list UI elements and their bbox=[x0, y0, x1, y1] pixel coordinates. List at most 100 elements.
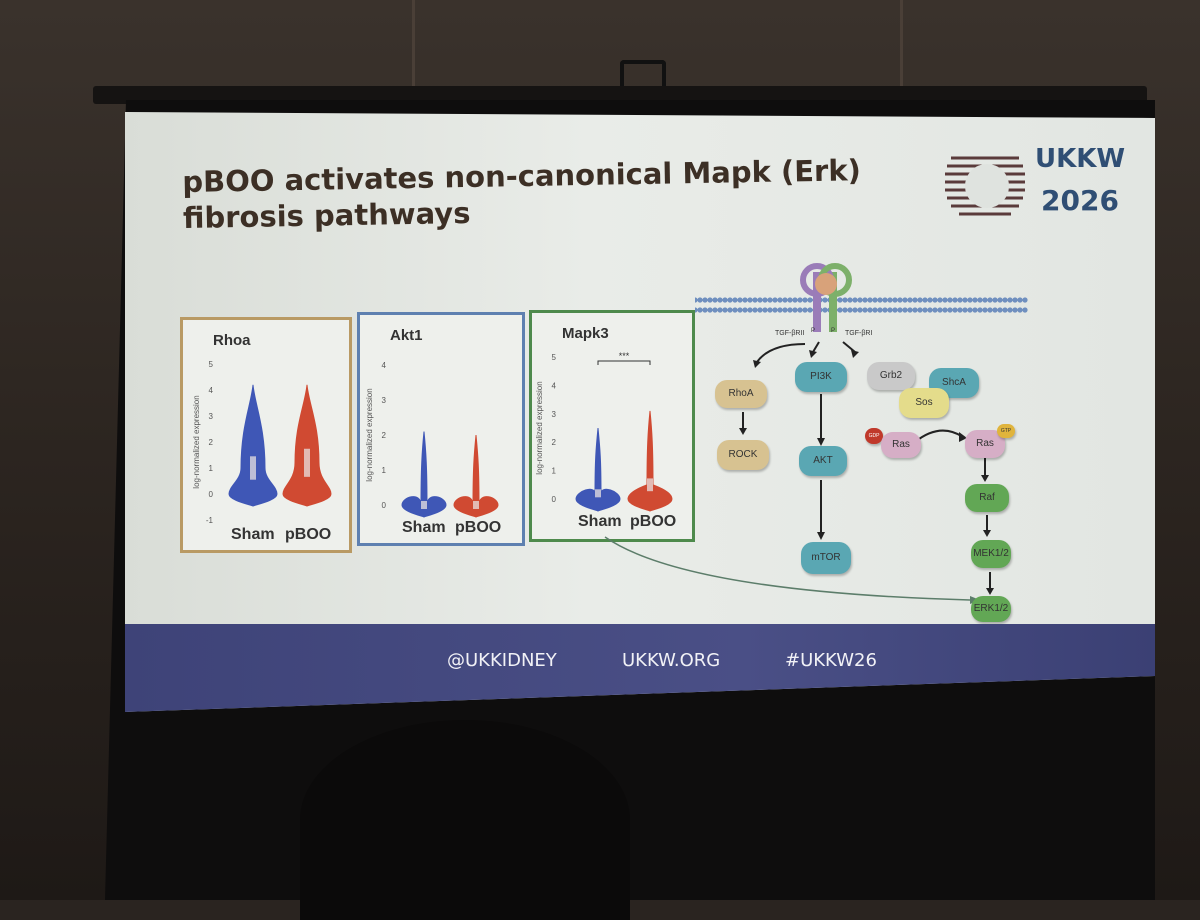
membrane-bead bbox=[1022, 297, 1028, 303]
membrane-bead bbox=[947, 307, 953, 313]
membrane-bead bbox=[807, 297, 813, 303]
x-label-sham: Sham bbox=[231, 526, 275, 543]
membrane-bead bbox=[707, 297, 713, 303]
wall-seam bbox=[412, 0, 415, 95]
receptor-label-tgfbr1: TGF-βRI bbox=[845, 330, 873, 337]
membrane-bead bbox=[712, 297, 718, 303]
violin-sham bbox=[228, 384, 278, 507]
footer-hashtag: #UKKW26 bbox=[785, 650, 877, 671]
membrane-bead bbox=[852, 307, 858, 313]
node-raf: Raf bbox=[965, 484, 1009, 512]
membrane-bead bbox=[957, 307, 963, 313]
membrane-bead bbox=[797, 307, 803, 313]
membrane-bead bbox=[897, 307, 903, 313]
y-tick-label: 5 bbox=[209, 360, 214, 369]
presentation-slide: pBOO activates non-canonical Mapk (Erk) … bbox=[125, 112, 1155, 712]
membrane-bead bbox=[1017, 297, 1023, 303]
membrane-bead bbox=[752, 297, 758, 303]
membrane-bead bbox=[937, 297, 943, 303]
x-label-sham: Sham bbox=[402, 519, 446, 536]
y-tick-label: 1 bbox=[209, 464, 214, 473]
membrane-bead bbox=[842, 297, 848, 303]
node-pi3k: PI3K bbox=[795, 362, 847, 392]
receptor-label-tgfbr2: TGF-βRII bbox=[775, 330, 805, 337]
significance-stars: *** bbox=[619, 351, 630, 361]
pathway-lines bbox=[695, 263, 1028, 595]
membrane-bead bbox=[1007, 307, 1013, 313]
membrane-bead bbox=[872, 297, 878, 303]
membrane-bead bbox=[737, 297, 743, 303]
membrane-bead bbox=[857, 307, 863, 313]
signaling-pathway-diagram: TGF-βRII TGF-βRI P P RhoA ROCK PI3K AKT … bbox=[695, 262, 1155, 622]
x-label-pboo: pBOO bbox=[455, 519, 502, 536]
membrane-bead bbox=[942, 297, 948, 303]
membrane-bead bbox=[702, 307, 708, 313]
violin-box-sham bbox=[421, 501, 427, 509]
membrane-bead bbox=[927, 307, 933, 313]
panel-title: Rhoa bbox=[213, 332, 251, 349]
membrane-bead bbox=[837, 307, 843, 313]
y-tick-label: 0 bbox=[552, 495, 557, 504]
membrane-bead bbox=[777, 297, 783, 303]
membrane-bead bbox=[792, 307, 798, 313]
membrane-bead bbox=[992, 307, 998, 313]
node-ras-inactive: Ras bbox=[881, 432, 921, 458]
y-axis-label: log-normalized expression bbox=[365, 388, 374, 481]
membrane-bead bbox=[877, 297, 883, 303]
membrane-bead bbox=[737, 307, 743, 313]
y-tick-label: 2 bbox=[382, 431, 387, 440]
membrane-bead bbox=[762, 307, 768, 313]
membrane-bead bbox=[912, 307, 918, 313]
y-tick-label: 4 bbox=[209, 386, 214, 395]
node-grb2: Grb2 bbox=[867, 362, 915, 390]
footer-handle: @UKKIDNEY bbox=[447, 650, 557, 671]
membrane-bead bbox=[987, 297, 993, 303]
membrane-bead bbox=[947, 297, 953, 303]
membrane-bead bbox=[1017, 307, 1023, 313]
membrane-bead bbox=[862, 307, 868, 313]
screen-hanger bbox=[620, 60, 666, 90]
membrane-bead bbox=[857, 297, 863, 303]
membrane-bead bbox=[957, 297, 963, 303]
membrane-bead bbox=[877, 307, 883, 313]
node-erk: ERK1/2 bbox=[971, 596, 1011, 622]
membrane-bead bbox=[1022, 307, 1028, 313]
membrane-bead bbox=[747, 307, 753, 313]
y-tick-label: 5 bbox=[552, 353, 557, 362]
membrane-bead bbox=[882, 307, 888, 313]
membrane-bead bbox=[717, 297, 723, 303]
membrane-bead bbox=[847, 307, 853, 313]
y-axis-label: log-normalized expression bbox=[192, 395, 201, 488]
membrane-bead bbox=[847, 297, 853, 303]
membrane-bead bbox=[822, 307, 828, 313]
y-axis-label: log-normalized expression bbox=[535, 381, 544, 474]
membrane-bead bbox=[722, 307, 728, 313]
audience-head-silhouette bbox=[300, 720, 630, 920]
membrane-bead bbox=[772, 297, 778, 303]
membrane-bead bbox=[982, 307, 988, 313]
logo-text-year: 2026 bbox=[1041, 184, 1119, 217]
y-tick-label: 4 bbox=[382, 361, 387, 370]
membrane-bead bbox=[867, 297, 873, 303]
membrane-bead bbox=[952, 297, 958, 303]
membrane-bead bbox=[727, 307, 733, 313]
node-sos: Sos bbox=[899, 388, 949, 418]
violin-box-sham bbox=[595, 489, 601, 498]
membrane-bead bbox=[802, 307, 808, 313]
panel-title: Mapk3 bbox=[562, 325, 609, 342]
membrane-bead bbox=[872, 307, 878, 313]
membrane-bead bbox=[767, 307, 773, 313]
node-mtor: mTOR bbox=[801, 542, 851, 574]
membrane-bead bbox=[862, 297, 868, 303]
y-tick-label: 2 bbox=[209, 438, 214, 447]
membrane-bead bbox=[717, 307, 723, 313]
membrane-bead bbox=[1002, 307, 1008, 313]
membrane-bead bbox=[787, 297, 793, 303]
y-tick-label: 4 bbox=[552, 381, 557, 390]
y-tick-label: 3 bbox=[382, 396, 387, 405]
node-rock: ROCK bbox=[717, 440, 769, 470]
membrane-bead bbox=[842, 307, 848, 313]
y-tick-label: 0 bbox=[382, 501, 387, 510]
membrane-bead bbox=[757, 307, 763, 313]
